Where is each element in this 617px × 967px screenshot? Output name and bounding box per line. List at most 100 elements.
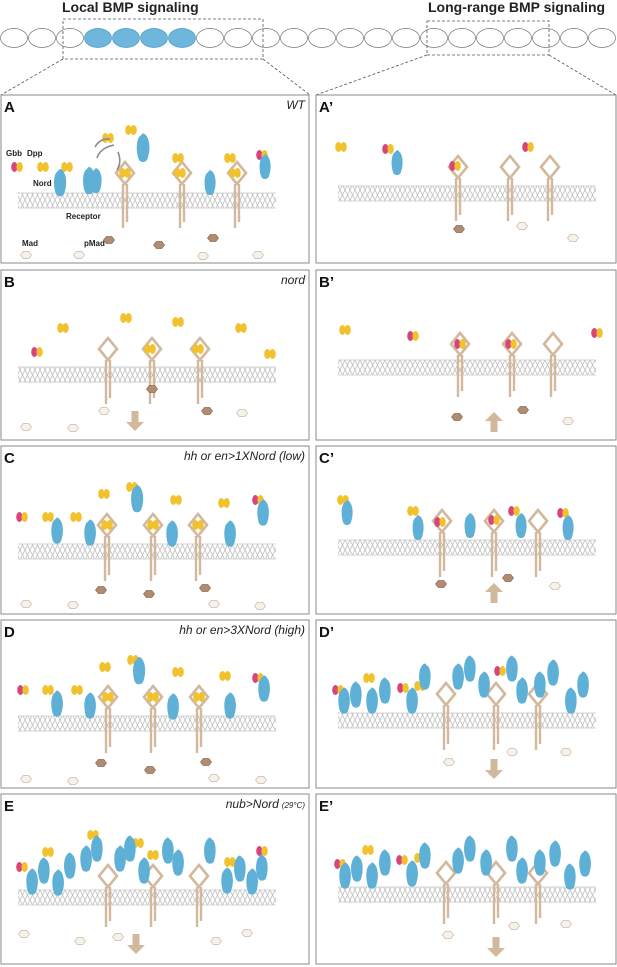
pmad <box>95 759 107 767</box>
zoom-line <box>548 54 617 96</box>
nord-protein <box>351 855 363 882</box>
nord-protein <box>51 517 63 544</box>
nord-protein <box>452 663 464 690</box>
key-label-nord: Nord <box>33 179 52 188</box>
cell-row <box>0 28 616 48</box>
panel-A2: A’ <box>315 94 617 264</box>
nord-protein <box>162 837 174 864</box>
nord-protein <box>90 168 102 193</box>
mad <box>208 600 220 608</box>
dpp-dimer <box>362 845 374 855</box>
nord-protein <box>562 515 574 540</box>
pmad <box>144 766 156 774</box>
dpp-dimer <box>174 168 186 178</box>
nord-protein <box>579 850 591 877</box>
bmp-receptor <box>97 335 119 404</box>
dpp-dimer <box>172 317 184 327</box>
nord-protein <box>64 852 76 879</box>
panel-frame <box>315 269 617 441</box>
nord-protein <box>565 687 577 714</box>
wing-cell <box>112 28 140 48</box>
wing-cell <box>280 28 308 48</box>
pmad <box>502 574 514 582</box>
dpp-dimer <box>144 344 156 354</box>
dpp-dimer <box>224 153 236 163</box>
panel-label: B <box>4 274 15 291</box>
dpp-dimer <box>264 349 276 359</box>
bmp-receptor <box>499 153 521 221</box>
panel-label: C <box>4 450 15 467</box>
nord-protein <box>419 663 431 690</box>
nord-protein <box>516 857 528 884</box>
wing-cell <box>224 28 252 48</box>
long-range-zoom-box <box>426 20 550 56</box>
nord-protein <box>84 692 96 719</box>
wing-cell <box>448 28 476 48</box>
bmp-receptor <box>188 862 210 927</box>
bmp-receptor <box>485 680 507 750</box>
nord-protein <box>224 520 236 547</box>
dpp-dimer <box>170 495 182 505</box>
dpp-dimer <box>147 520 159 530</box>
nord-protein <box>338 687 350 714</box>
mad <box>255 776 267 784</box>
wing-cell <box>168 28 196 48</box>
nord-protein <box>366 687 378 714</box>
mad <box>20 251 32 259</box>
dpp-dimer <box>42 512 54 522</box>
nord-protein <box>136 133 150 162</box>
gbb-dpp-heterodimer <box>17 685 29 695</box>
pmad <box>201 407 213 415</box>
mad <box>67 601 79 609</box>
mad <box>442 931 454 939</box>
mad <box>98 407 110 415</box>
nord-protein <box>406 687 418 714</box>
nord-protein <box>52 869 64 896</box>
dpp-dimer <box>125 125 137 135</box>
wing-cell <box>364 28 392 48</box>
gbb-dpp-heterodimer <box>557 508 569 518</box>
wing-cell <box>504 28 532 48</box>
nord-protein <box>464 835 476 862</box>
gbb-dpp-heterodimer <box>488 515 500 525</box>
pmad <box>200 758 212 766</box>
cell-membrane <box>18 193 276 208</box>
nord-protein <box>341 500 353 525</box>
mad <box>73 251 85 259</box>
gbb-dpp-heterodimer <box>494 666 506 676</box>
mad <box>516 222 528 230</box>
panel-title: hh or en>1XNord (low) <box>184 449 305 463</box>
zoom-line <box>262 58 311 96</box>
wing-cell <box>392 28 420 48</box>
dpp-dimer <box>219 671 231 681</box>
panel-frame <box>0 445 310 615</box>
pmad <box>453 225 465 233</box>
dpp-dimer <box>61 162 73 172</box>
nord-protein <box>478 671 490 698</box>
cell-membrane <box>338 887 596 902</box>
dpp-dimer <box>37 162 49 172</box>
dpp-dimer <box>235 323 247 333</box>
nord-protein <box>506 835 518 862</box>
bmp-receptor <box>501 330 523 397</box>
nord-protein <box>379 677 391 704</box>
mad <box>443 758 455 766</box>
nord-protein <box>84 519 96 546</box>
cell-membrane <box>338 360 596 375</box>
bmp-receptor <box>97 683 119 753</box>
nord-protein <box>54 168 67 197</box>
pmad <box>103 236 115 244</box>
panel-label: E’ <box>319 798 333 815</box>
down-arrow <box>487 937 505 957</box>
panel-frame <box>315 94 617 264</box>
mad <box>67 424 79 432</box>
bmp-receptor <box>142 511 164 581</box>
dpp-dimer <box>70 512 82 522</box>
bmp-receptor <box>527 507 549 577</box>
bmp-receptor <box>431 507 453 577</box>
mad <box>208 774 220 782</box>
bmp-receptor <box>435 680 457 750</box>
wing-cell <box>84 28 112 48</box>
wing-cell <box>560 28 588 48</box>
